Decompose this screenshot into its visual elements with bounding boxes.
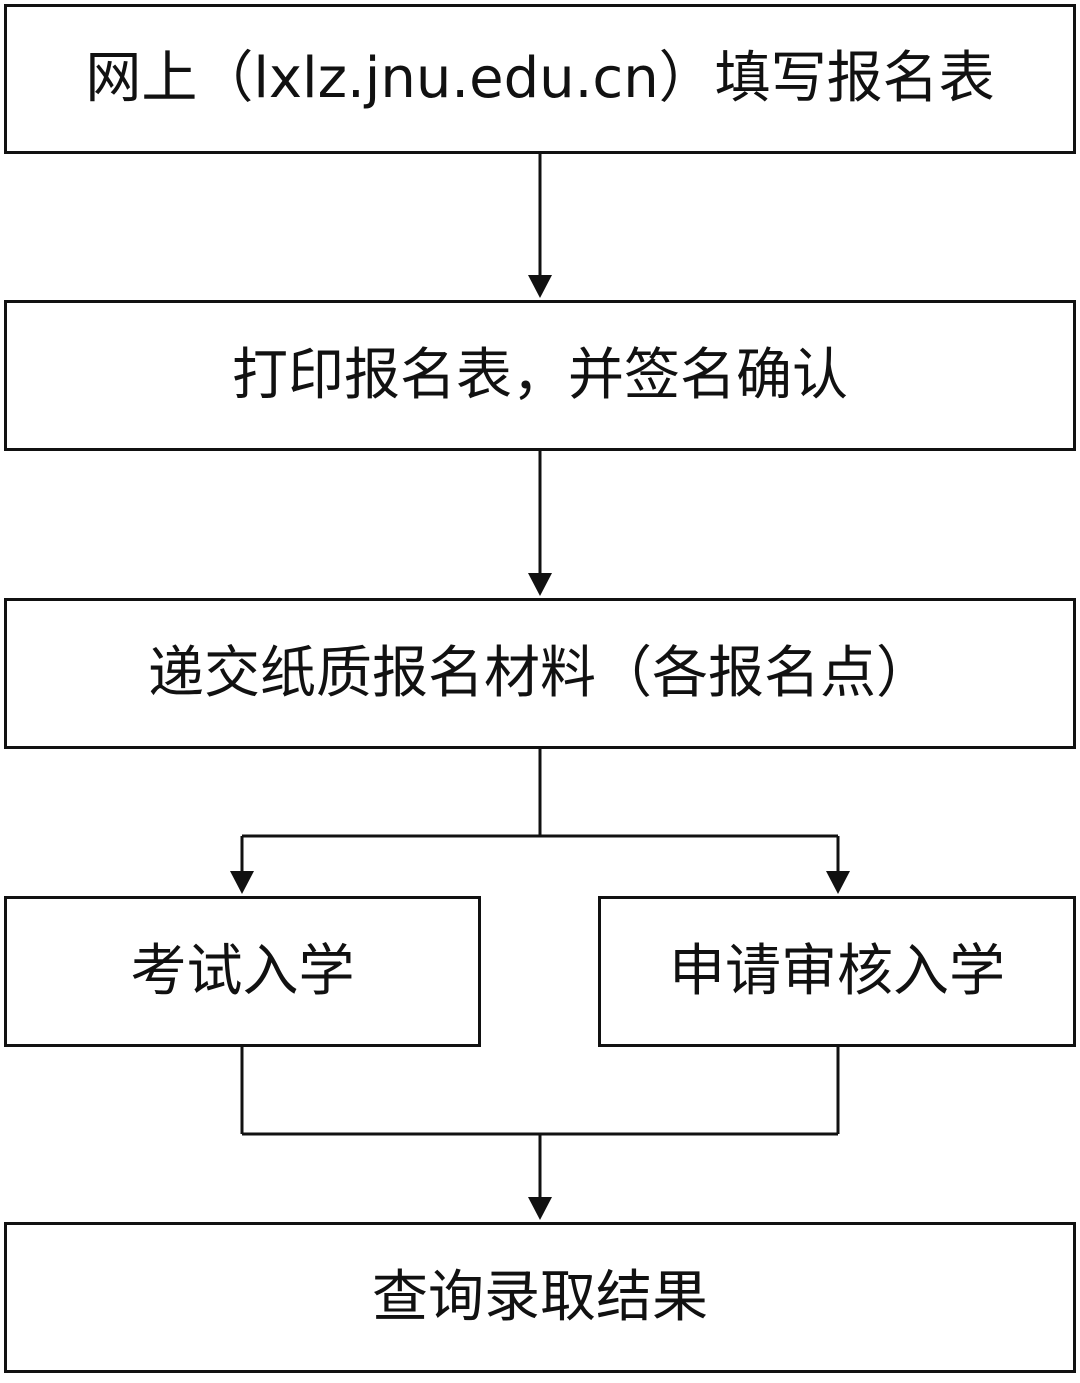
branch-review-admission-label: 申请审核入学 — [669, 938, 1005, 1004]
step-fill-online-form-label: 网上（lxlz.jnu.edu.cn）填写报名表 — [85, 46, 995, 111]
branch-review-admission: 申请审核入学 — [598, 896, 1076, 1047]
arrowhead-step2 — [528, 275, 552, 298]
step-print-and-sign: 打印报名表，并签名确认 — [4, 300, 1076, 451]
step-submit-paper-materials: 递交纸质报名材料（各报名点） — [4, 598, 1076, 749]
arrowhead-left-branch — [230, 871, 254, 894]
step-submit-paper-materials-label: 递交纸质报名材料（各报名点） — [148, 640, 932, 706]
step-print-and-sign-label: 打印报名表，并签名确认 — [232, 342, 848, 408]
step-fill-online-form: 网上（lxlz.jnu.edu.cn）填写报名表 — [4, 4, 1076, 154]
step-check-results-label: 查询录取结果 — [372, 1264, 708, 1330]
arrowhead-step5 — [528, 1197, 552, 1220]
branch-exam-admission: 考试入学 — [4, 896, 481, 1047]
arrowhead-right-branch — [826, 871, 850, 894]
branch-exam-admission-label: 考试入学 — [130, 938, 355, 1004]
step-check-results: 查询录取结果 — [4, 1222, 1076, 1373]
arrowhead-step3 — [528, 573, 552, 596]
